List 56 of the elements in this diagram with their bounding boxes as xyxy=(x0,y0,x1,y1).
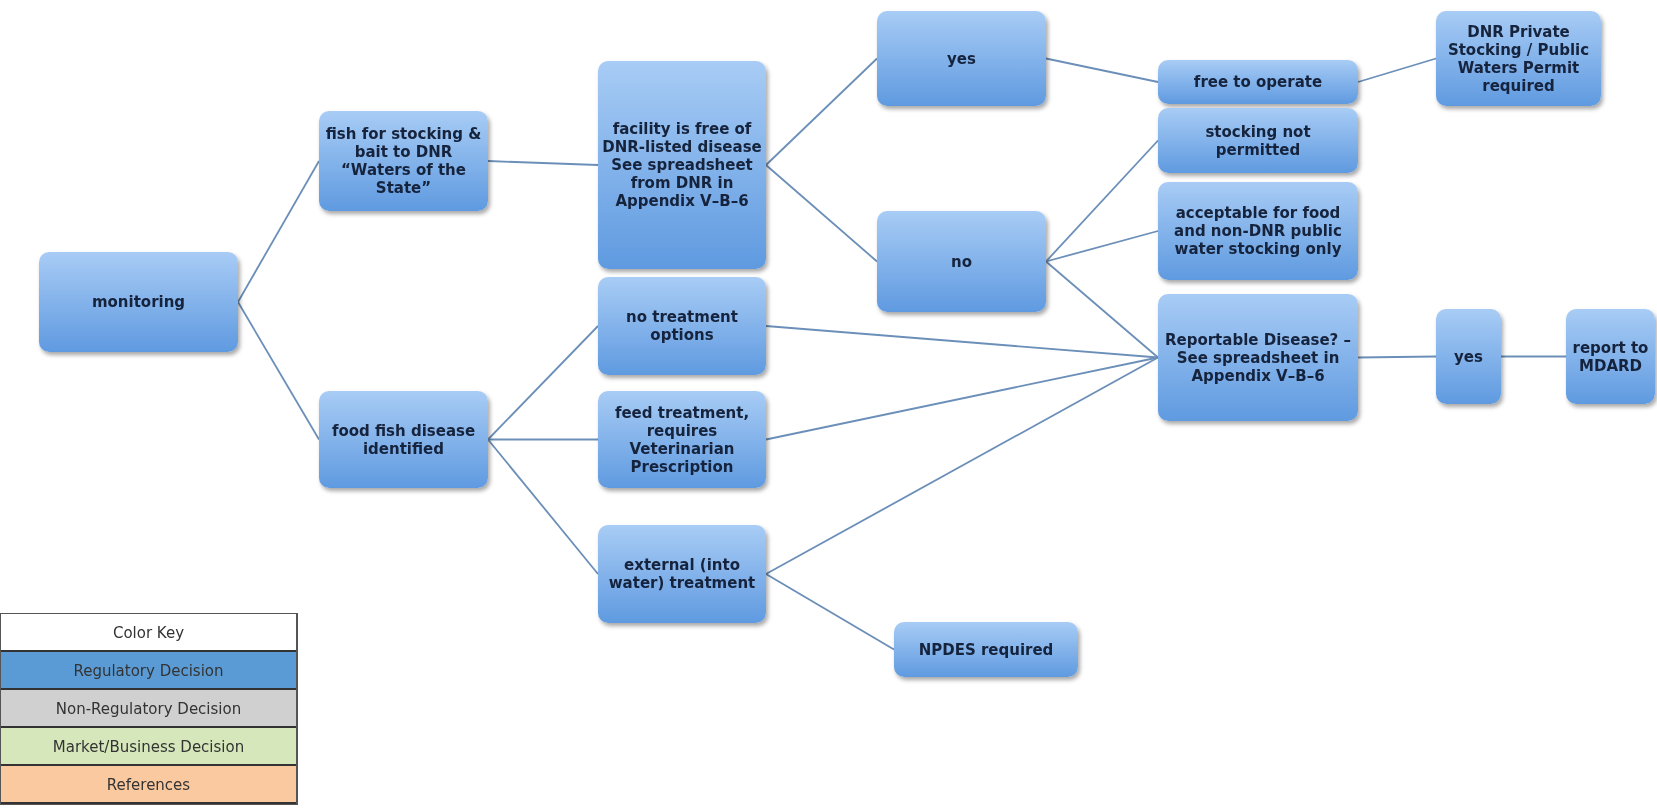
decision-box xyxy=(319,111,488,211)
node-text: external (into water) treatment xyxy=(607,556,757,592)
decision-box xyxy=(1566,309,1655,404)
connector-line xyxy=(1500,355,1567,358)
legend-entry: Regulatory Decision xyxy=(1,652,296,690)
node-text: stocking not permitted xyxy=(1204,122,1312,159)
connector-line xyxy=(487,438,599,575)
decision-box xyxy=(1158,60,1358,104)
node-text: monitoring xyxy=(91,293,186,311)
node-text: NPDES required xyxy=(918,640,1054,659)
decision-box xyxy=(598,277,766,375)
node-text: yes xyxy=(1454,347,1483,366)
connector-line xyxy=(765,164,878,263)
legend-entry: Non-Regulatory Decision xyxy=(1,690,296,728)
decision-box xyxy=(1436,309,1501,404)
connector-line xyxy=(237,160,320,303)
connector-line xyxy=(487,438,599,441)
connector-line xyxy=(765,356,1159,575)
node-text: facility is free of DNR-listed disease See spreadsheet from DNR in Appendix V–B–6 xyxy=(601,120,763,210)
connector-line xyxy=(765,573,895,651)
decision-box xyxy=(39,252,238,352)
node-text: no xyxy=(951,252,972,271)
connector-line xyxy=(1045,230,1159,263)
connector-line xyxy=(1045,260,1159,359)
decision-box xyxy=(1158,108,1358,173)
node-text: yes xyxy=(947,49,976,68)
connector-line xyxy=(1357,355,1437,359)
connector-line xyxy=(1045,57,1159,83)
connector-line xyxy=(487,325,599,441)
decision-box xyxy=(1158,294,1358,421)
decision-box xyxy=(598,61,766,269)
node-text: DNR Private Stocking / Public Waters Permit required xyxy=(1446,22,1591,95)
decision-box xyxy=(319,391,488,488)
decision-box xyxy=(877,11,1046,106)
connector-line xyxy=(237,301,320,441)
connector-line xyxy=(765,325,1159,359)
decision-box xyxy=(894,622,1078,677)
node-text: feed treatment, requires Veterinarian Prescription xyxy=(613,403,751,476)
legend-entry: References xyxy=(1,766,296,804)
node-text: fish for stocking & bait to DNR “Waters of the State” xyxy=(324,125,483,197)
node-text: no treatment options xyxy=(625,308,739,344)
decision-box xyxy=(877,211,1046,312)
node-text: Reportable Disease? – See spreadsheet in Appendix V–B–6 xyxy=(1163,330,1353,385)
node-text: report to MDARD xyxy=(1571,338,1650,375)
decision-box xyxy=(598,391,766,488)
node-text: acceptable for food and non-DNR public water stocking only xyxy=(1173,204,1343,258)
decision-box xyxy=(598,525,766,623)
connector-line xyxy=(765,57,878,166)
decision-box xyxy=(1436,11,1601,106)
connector-line xyxy=(487,160,599,166)
connector-line xyxy=(1357,57,1437,83)
node-text: free to operate xyxy=(1193,73,1323,91)
legend-entry: Market/Business Decision xyxy=(1,728,296,766)
decision-box xyxy=(1158,182,1358,280)
node-text: food fish disease identified xyxy=(330,421,477,458)
connector-line xyxy=(1045,139,1159,263)
